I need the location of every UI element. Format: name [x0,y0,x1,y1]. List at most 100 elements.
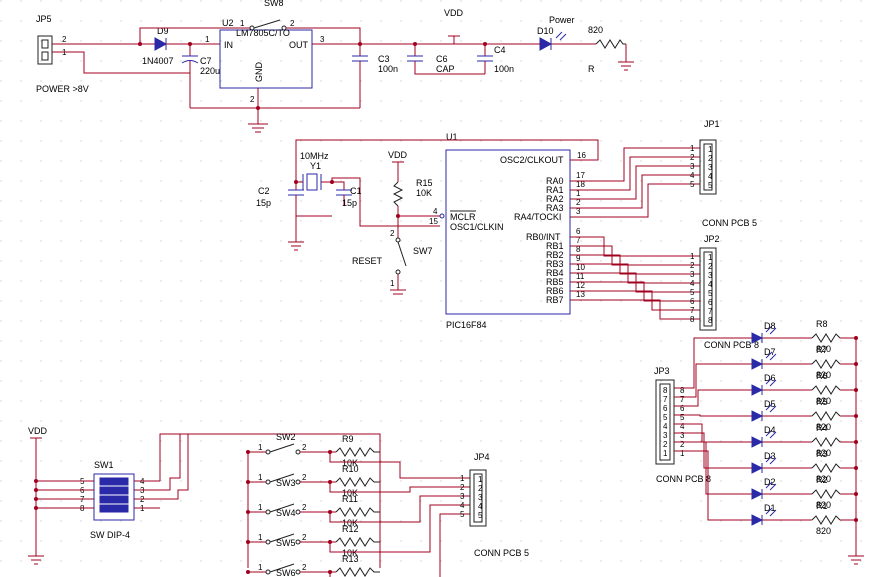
switch-resistor-label-2: R10 [342,464,359,474]
switch-sw5[interactable] [269,533,295,543]
led-d1[interactable] [751,514,764,526]
switch-resistor-label-5: R13 [342,554,359,564]
jp2-part: CONN PCB 8 [704,340,759,350]
ra1-label: RA1 [546,185,564,195]
rb3-pin: 9 [576,254,581,263]
u2-label: U2 [222,18,234,28]
resistor-r9[interactable] [335,447,380,457]
r-power-led[interactable] [595,39,626,49]
osc1-pin: 15 [429,217,438,226]
c6-label: C6 [436,54,448,64]
c6-value: CAP [436,64,455,74]
jp2-ext-pin-5: 5 [690,288,695,297]
jp2-pin-7: 7 [708,307,713,316]
resistor-r3[interactable] [811,463,841,473]
resistor-label-4: R5 [816,397,828,407]
resistor-r2[interactable] [811,489,841,499]
led-d3[interactable] [751,462,764,474]
jp2-pin-8: 8 [708,316,713,325]
reset-label: RESET [352,256,383,266]
resistor-r5[interactable] [811,411,841,421]
jp1-connector[interactable] [699,139,717,195]
led-d2[interactable] [751,488,764,500]
jp3-pin-label-1: 7 [663,395,668,404]
resistor-r4[interactable] [811,437,841,447]
switch-pin1-3: 1 [258,503,263,512]
led-d8[interactable] [751,332,764,344]
jp3-ext-pin-4: 4 [680,422,685,431]
resistor-value-4: 820 [816,422,831,432]
jp3-ext-pin-7: 1 [680,449,685,458]
jp3-connector[interactable] [655,379,675,465]
led-d4[interactable] [751,436,764,448]
jp4-connector[interactable] [469,469,487,527]
mclr-label: MCLR [450,212,476,222]
led-d5[interactable] [751,410,764,422]
switch-sw6[interactable] [269,563,295,573]
resistor-value-8: 820 [816,526,831,536]
resistor-r12[interactable] [335,537,380,547]
u2-pin3: 3 [320,35,325,44]
led-label-8: D1 [764,503,776,513]
switch-sw2[interactable] [269,443,295,453]
switch-resistor-label-3: R11 [342,494,358,504]
sw8-pin2: 2 [290,19,295,28]
resistor-r10[interactable] [335,477,380,487]
resistor-r1[interactable] [811,515,841,525]
c7-label: C7 [200,56,212,66]
resistor-value-6: 820 [816,474,831,484]
switch-resistor-value-1: 10K [342,458,358,468]
jp1-ext-pin-4: 4 [690,171,695,180]
r15-resistor[interactable] [392,181,404,207]
jp3-label: JP3 [654,366,670,376]
jp3-pin-label-0: 8 [663,386,668,395]
sw1-dip-switch[interactable] [93,473,135,521]
led-label-5: D4 [764,425,776,435]
y1-crystal[interactable] [306,173,318,191]
switch-label-1: SW2 [276,432,296,442]
u2-part: LM7805C/TO [236,28,290,38]
ra-to-jp1-wires [570,147,700,218]
resistor-r7[interactable] [811,359,841,369]
jp3-ext-pin-1: 7 [680,395,685,404]
u2-out: OUT [289,40,309,50]
resistor-label-6: R3 [816,449,828,459]
d9-diode[interactable] [154,37,168,51]
jp5-connector[interactable] [37,35,53,65]
jp5-label: JP5 [36,14,52,24]
sw7-reset-switch[interactable] [397,241,407,267]
jp1-pin-4: 4 [708,172,713,181]
jp3-ext-pin-3: 5 [680,413,685,422]
sw8-switch[interactable] [253,19,281,29]
switch-label-2: SW3 [276,478,296,488]
ra3-label: RA3 [546,203,564,213]
switch-sw4[interactable] [269,503,295,513]
jp4-ext-pin-5: 5 [460,510,465,519]
ra4-label: RA4/TOCKI [514,212,561,222]
switch-sw3[interactable] [269,473,295,483]
resistor-r8[interactable] [811,333,841,343]
jp2-connector[interactable] [699,247,717,331]
oscillator-reset-section: 10MHz Y1 C2 15p C1 15p VDD R15 10 [256,150,440,295]
jp2-ext-pin-4: 4 [690,279,695,288]
jp1-part: CONN PCB 5 [702,218,757,228]
resistor-r11[interactable] [335,507,380,517]
vdd-label-mcu: VDD [388,150,408,160]
jp2-pin-2: 2 [708,262,713,271]
led-d7[interactable] [751,358,764,370]
u2-regulator[interactable] [219,29,313,89]
u1-pic16f84[interactable] [445,149,571,315]
led-label-1: D8 [764,321,776,331]
resistor-r13[interactable] [335,567,380,577]
resistor-r6[interactable] [811,385,841,395]
c2-label: C2 [258,186,270,196]
switch-label-5: SW6 [276,568,296,577]
led-d6[interactable] [751,384,764,396]
